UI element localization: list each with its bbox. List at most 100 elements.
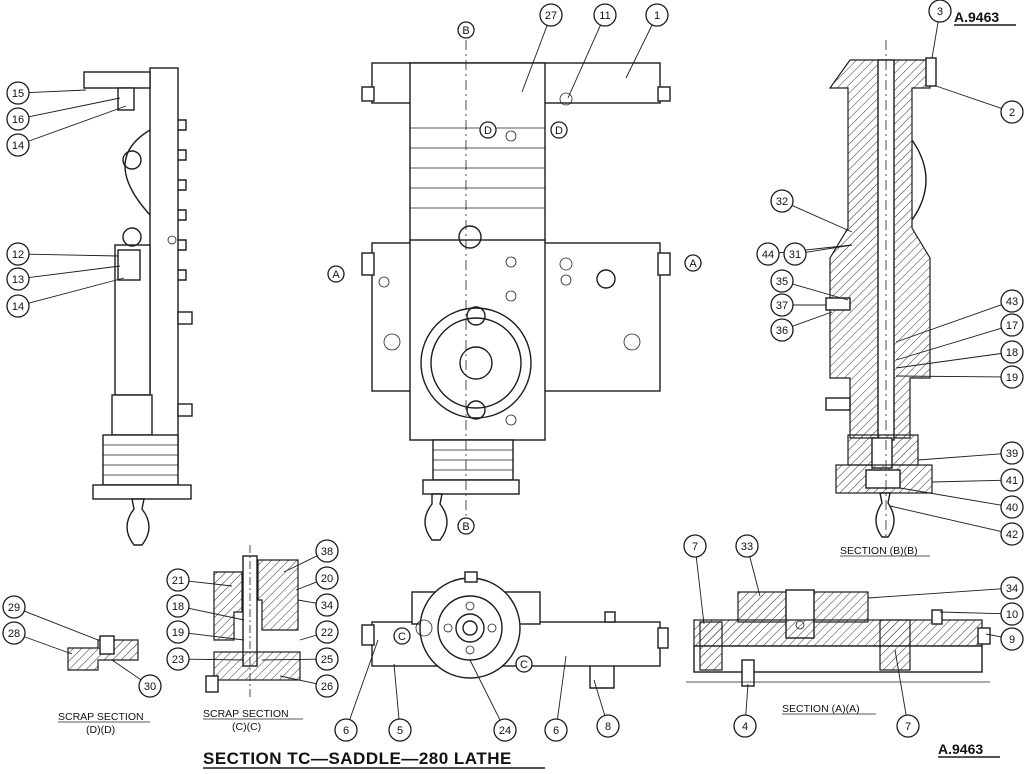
scrap-section-dd-label: SCRAP SECTION <box>58 711 144 723</box>
leader-line <box>28 97 121 118</box>
leader-line <box>111 659 142 681</box>
leader-line <box>867 588 1002 599</box>
part-number: 2 <box>1009 107 1015 119</box>
leader-line <box>28 265 121 279</box>
leader-line <box>188 607 245 621</box>
drawing-number-top: A.9463 <box>954 9 999 25</box>
part-number: 6 <box>343 725 349 737</box>
cut-label-b-top: B <box>462 25 469 37</box>
section-bb-label: SECTION (B)(B) <box>840 545 918 557</box>
part-balloon-15: 15 <box>6 81 87 105</box>
part-balloon-17: 17 <box>895 313 1024 361</box>
leader-line <box>28 89 87 93</box>
part-number: 8 <box>605 721 611 733</box>
leader-line <box>349 639 379 720</box>
part-number: 11 <box>599 10 610 22</box>
part-balloon-35: 35 <box>770 269 849 301</box>
leader-line <box>935 85 1002 109</box>
part-balloon-18: 18 <box>895 340 1024 369</box>
part-balloon-27: 27 <box>521 3 563 93</box>
leader-line <box>895 353 1002 369</box>
part-balloon-22: 22 <box>299 620 339 644</box>
leader-line <box>899 487 1002 506</box>
leader-line <box>24 636 73 655</box>
part-balloon-30: 30 <box>111 659 162 698</box>
leader-line <box>894 649 907 716</box>
part-number: 25 <box>321 654 333 666</box>
part-balloon-3: 3 <box>928 0 952 59</box>
part-balloon-19: 19 <box>166 620 245 644</box>
part-balloon-4: 4 <box>733 683 757 738</box>
part-number: 9 <box>1009 634 1015 646</box>
leader-line <box>745 683 749 716</box>
part-number: 28 <box>8 628 20 640</box>
front-view <box>361 40 671 541</box>
part-number: 23 <box>172 654 184 666</box>
leader-line <box>895 327 1002 361</box>
leader-line <box>805 244 853 253</box>
part-balloon-13: 13 <box>6 265 121 291</box>
leader-line <box>939 611 1002 615</box>
scrap-section-cc-sub: (C)(C) <box>232 721 261 733</box>
part-balloon-6: 6 <box>334 639 379 742</box>
part-balloon-6: 6 <box>544 655 568 742</box>
part-number: 29 <box>8 602 20 614</box>
part-balloon-8: 8 <box>593 679 620 738</box>
part-balloon-11: 11 <box>567 3 617 99</box>
leader-line <box>283 555 318 573</box>
part-balloon-33: 33 <box>735 534 761 597</box>
part-balloon-31: 31 <box>783 242 853 266</box>
part-balloon-36: 36 <box>770 311 833 342</box>
scrap-section-cc-label: SCRAP SECTION <box>203 708 289 720</box>
part-balloon-16: 16 <box>6 97 121 131</box>
part-number: 43 <box>1006 296 1018 308</box>
part-number: 5 <box>397 725 403 737</box>
part-balloon-7: 7 <box>683 534 707 625</box>
part-number: 6 <box>553 725 559 737</box>
part-balloon-9: 9 <box>985 627 1024 651</box>
drawing-title: SECTION TC—SADDLE—280 LATHE <box>203 749 512 768</box>
part-number: 1 <box>654 10 660 22</box>
part-number: 44 <box>762 249 774 261</box>
leader-line <box>297 599 317 604</box>
part-number: 13 <box>12 274 24 286</box>
leader-line <box>28 253 119 257</box>
part-number: 15 <box>12 88 24 100</box>
part-balloon-12: 12 <box>6 242 119 266</box>
leader-line <box>279 675 317 685</box>
part-number: 41 <box>1006 475 1018 487</box>
leader-line <box>469 659 501 721</box>
part-number: 22 <box>321 627 333 639</box>
part-balloon-14: 14 <box>6 105 127 157</box>
cut-label-d-right: D <box>555 125 563 137</box>
cut-label-b-bottom: B <box>462 521 469 533</box>
part-number: 36 <box>776 325 788 337</box>
part-balloon-5: 5 <box>388 663 412 742</box>
scrap-section-cc <box>205 545 301 700</box>
leader-line <box>889 505 1002 532</box>
leader-line <box>985 633 1002 638</box>
part-balloon-18: 18 <box>166 594 245 621</box>
drawing-number-bottom: A.9463 <box>938 741 983 757</box>
part-number: 26 <box>321 681 333 693</box>
leader-line <box>625 24 653 79</box>
part-number: 18 <box>1006 347 1018 359</box>
part-balloon-1: 1 <box>625 3 669 79</box>
part-number: 3 <box>937 6 943 18</box>
part-number: 30 <box>144 681 156 693</box>
part-balloon-38: 38 <box>283 539 339 573</box>
part-number: 37 <box>776 300 788 312</box>
leader-line <box>695 556 705 625</box>
part-balloon-28: 28 <box>2 621 73 655</box>
part-number: 42 <box>1006 529 1018 541</box>
leader-line <box>931 21 939 59</box>
part-balloon-34: 34 <box>867 576 1024 600</box>
cut-label-a-right: A <box>689 258 697 270</box>
part-number: 31 <box>789 249 801 261</box>
part-balloon-14: 14 <box>6 277 125 318</box>
part-balloon-39: 39 <box>917 441 1024 465</box>
part-balloon-25: 25 <box>261 647 339 671</box>
cut-label-d-left: D <box>484 125 492 137</box>
part-number: 39 <box>1006 448 1018 460</box>
leader-line <box>521 25 548 93</box>
